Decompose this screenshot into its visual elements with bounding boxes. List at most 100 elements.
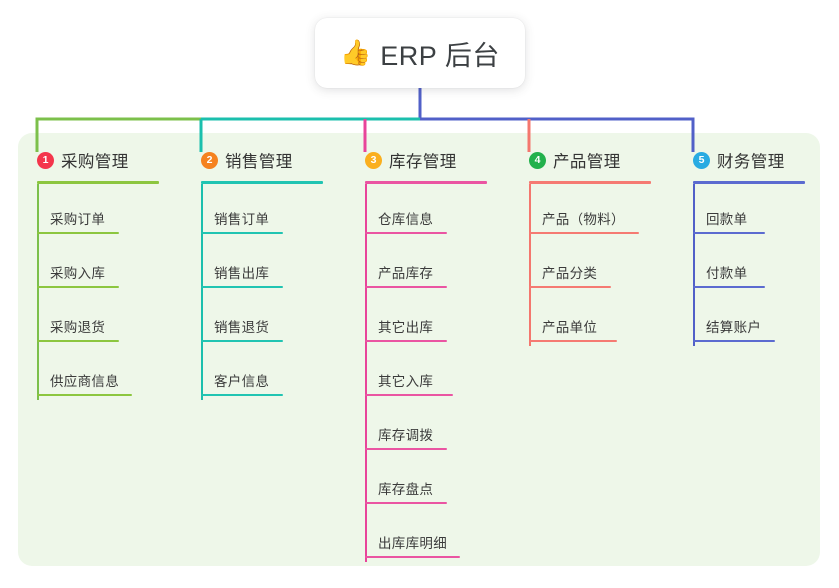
root-node[interactable]: 👍 ERP 后台 bbox=[315, 18, 525, 88]
branch-item-rule bbox=[693, 232, 765, 234]
branch-title: 财务管理 bbox=[717, 153, 785, 171]
branch-item-label: 采购入库 bbox=[50, 266, 106, 281]
branch-header-rule bbox=[37, 181, 159, 184]
branch-item-rule bbox=[693, 286, 765, 288]
branch-item[interactable]: 结算账户 bbox=[674, 292, 824, 346]
branch-item[interactable]: 销售订单 bbox=[182, 184, 342, 238]
branch-item-label: 销售退货 bbox=[214, 320, 270, 335]
branch-item-rule bbox=[201, 286, 283, 288]
branch-number-badge: 2 bbox=[201, 151, 218, 169]
branch-item-rule bbox=[201, 394, 283, 396]
branch-item[interactable]: 销售出库 bbox=[182, 238, 342, 292]
branch-item-rule bbox=[37, 286, 119, 288]
branch-column-5: 5 财务管理回款单付款单结算账户 bbox=[674, 147, 824, 346]
branch-item-label: 产品单位 bbox=[542, 320, 598, 335]
branch-item-label: 库存盘点 bbox=[378, 482, 434, 497]
branch-title: 库存管理 bbox=[389, 153, 457, 171]
branch-item[interactable]: 库存调拨 bbox=[346, 400, 506, 454]
branch-item-list: 仓库信息产品库存其它出库其它入库库存调拨库存盘点出库库明细 bbox=[346, 184, 506, 562]
thumbs-up-icon: 👍 bbox=[340, 38, 372, 67]
branch-item-rule bbox=[529, 232, 639, 234]
branch-item-label: 库存调拨 bbox=[378, 428, 434, 443]
branch-columns: 1 采购管理采购订单采购入库采购退货供应商信息 2 销售管理销售订单销售出库销售退货客… bbox=[18, 133, 820, 566]
branch-item-rule bbox=[365, 340, 447, 342]
branch-item[interactable]: 客户信息 bbox=[182, 346, 342, 400]
branch-item-list: 产品（物料） 产品分类产品单位 bbox=[510, 184, 670, 346]
branch-item[interactable]: 产品（物料） bbox=[510, 184, 670, 238]
branch-header-3[interactable]: 3 库存管理 bbox=[346, 147, 506, 173]
branch-item[interactable]: 产品分类 bbox=[510, 238, 670, 292]
branch-spine bbox=[201, 184, 203, 400]
branch-item-rule bbox=[365, 502, 447, 504]
branch-spine bbox=[365, 184, 367, 562]
branch-header-2[interactable]: 2 销售管理 bbox=[182, 147, 342, 173]
branch-item-list: 采购订单采购入库采购退货供应商信息 bbox=[18, 184, 178, 400]
branch-item-label: 客户信息 bbox=[214, 374, 270, 389]
branch-item-label: 产品分类 bbox=[542, 266, 598, 281]
branch-item-label: 销售出库 bbox=[214, 266, 270, 281]
branch-column-4: 4 产品管理产品（物料） 产品分类产品单位 bbox=[510, 147, 670, 346]
branch-item-label: 其它出库 bbox=[378, 320, 434, 335]
branch-item-rule bbox=[365, 448, 447, 450]
branch-item-rule bbox=[37, 232, 119, 234]
branch-header-4[interactable]: 4 产品管理 bbox=[510, 147, 670, 173]
branch-item-label: 仓库信息 bbox=[378, 212, 434, 227]
branch-item-label: 出库库明细 bbox=[378, 536, 447, 551]
branch-item-label: 付款单 bbox=[706, 266, 748, 281]
root-title: ERP 后台 bbox=[380, 40, 500, 71]
branch-item-label: 结算账户 bbox=[706, 320, 762, 335]
branch-item[interactable]: 产品库存 bbox=[346, 238, 506, 292]
branch-item[interactable]: 采购退货 bbox=[18, 292, 178, 346]
branch-item-rule bbox=[365, 286, 447, 288]
branches-panel bbox=[18, 133, 820, 566]
branch-header-5[interactable]: 5 财务管理 bbox=[674, 147, 824, 173]
branch-item[interactable]: 出库库明细 bbox=[346, 508, 506, 562]
branch-column-2: 2 销售管理销售订单销售出库销售退货客户信息 bbox=[182, 147, 342, 400]
branch-spine bbox=[37, 184, 39, 400]
branch-item[interactable]: 其它出库 bbox=[346, 292, 506, 346]
branch-title: 产品管理 bbox=[553, 153, 621, 171]
branch-item-rule bbox=[529, 286, 611, 288]
branch-item-rule bbox=[201, 340, 283, 342]
branch-item-label: 回款单 bbox=[706, 212, 748, 227]
branch-item[interactable]: 采购订单 bbox=[18, 184, 178, 238]
branch-item[interactable]: 采购入库 bbox=[18, 238, 178, 292]
branch-item-label: 产品库存 bbox=[378, 266, 434, 281]
branch-item-list: 回款单付款单结算账户 bbox=[674, 184, 824, 346]
branch-item[interactable]: 其它入库 bbox=[346, 346, 506, 400]
branch-item[interactable]: 回款单 bbox=[674, 184, 824, 238]
branch-item[interactable]: 销售退货 bbox=[182, 292, 342, 346]
branch-column-3: 3 库存管理仓库信息产品库存其它出库其它入库库存调拨库存盘点出库库明细 bbox=[346, 147, 506, 562]
branch-item-rule bbox=[37, 394, 132, 396]
branch-item-rule bbox=[201, 232, 283, 234]
branch-item-rule bbox=[365, 232, 447, 234]
branch-item[interactable]: 付款单 bbox=[674, 238, 824, 292]
branch-number-badge: 1 bbox=[37, 151, 54, 169]
branch-item-label: 其它入库 bbox=[378, 374, 434, 389]
branch-item-label: 供应商信息 bbox=[50, 374, 119, 389]
branch-title: 销售管理 bbox=[225, 153, 293, 171]
branch-item[interactable]: 仓库信息 bbox=[346, 184, 506, 238]
branch-title: 采购管理 bbox=[61, 153, 129, 171]
branch-header-rule bbox=[693, 181, 805, 184]
branch-item-rule bbox=[529, 340, 617, 342]
branch-item-rule bbox=[365, 556, 460, 558]
branch-item-rule bbox=[365, 394, 453, 396]
branch-header-1[interactable]: 1 采购管理 bbox=[18, 147, 178, 173]
branch-item-label: 采购订单 bbox=[50, 212, 106, 227]
branch-spine bbox=[693, 184, 695, 346]
branch-column-1: 1 采购管理采购订单采购入库采购退货供应商信息 bbox=[18, 147, 178, 400]
branch-item-rule bbox=[693, 340, 775, 342]
branch-item[interactable]: 产品单位 bbox=[510, 292, 670, 346]
branch-header-rule bbox=[365, 181, 487, 184]
branch-item[interactable]: 库存盘点 bbox=[346, 454, 506, 508]
branch-spine bbox=[529, 184, 531, 346]
branch-number-badge: 4 bbox=[529, 151, 546, 169]
branch-header-rule bbox=[529, 181, 651, 184]
branch-item-list: 销售订单销售出库销售退货客户信息 bbox=[182, 184, 342, 400]
branch-number-badge: 5 bbox=[693, 151, 710, 169]
branch-item[interactable]: 供应商信息 bbox=[18, 346, 178, 400]
branch-number-badge: 3 bbox=[365, 151, 382, 169]
